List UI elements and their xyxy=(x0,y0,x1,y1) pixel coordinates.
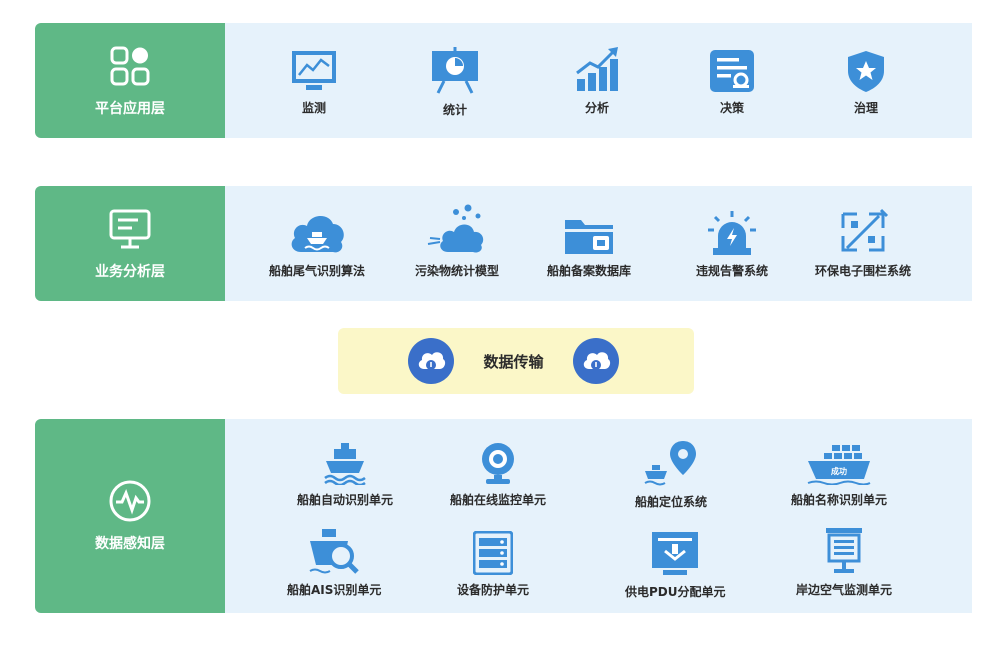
business-layer-title: 业务分析层 xyxy=(95,263,165,280)
cloud-upload-icon-left xyxy=(408,338,454,384)
business-layer-label: 业务分析层 xyxy=(35,186,225,301)
item-ship-name-id: 成功 船舶名称识别单元 xyxy=(791,441,887,508)
decision-card-icon xyxy=(710,50,754,92)
item-exhaust-algorithm: 船舶尾气识别算法 xyxy=(269,208,365,279)
ship-location-icon xyxy=(644,441,696,486)
application-layer-panel: 监测 统计 分析 xyxy=(225,23,972,138)
item-label: 统计 xyxy=(442,103,467,117)
perception-layer: 数据感知层 船舶自动识别单元 船舶在线监控单元 xyxy=(35,419,972,613)
item-ship-auto-id: 船舶自动识别单元 xyxy=(297,441,393,508)
item-label: 违规告警系统 xyxy=(696,264,769,278)
monitor-chart-icon xyxy=(292,51,336,90)
pollution-cloud-icon xyxy=(427,204,484,253)
item-ship-database: 船舶备案数据库 xyxy=(547,214,631,279)
server-cabinet-icon xyxy=(473,531,513,575)
cloud-ship-icon xyxy=(291,215,344,253)
transmission-title: 数据传输 xyxy=(483,352,544,371)
item-electronic-fence: 环保电子围栏系统 xyxy=(815,208,911,279)
business-layer: 业务分析层 船舶尾气识别算法 污染物统计模型 xyxy=(35,186,972,301)
application-layer-title: 平台应用层 xyxy=(95,100,165,117)
item-violation-alarm: 违规告警系统 xyxy=(696,210,768,279)
item-label: 分析 xyxy=(584,101,609,115)
item-shore-air-monitor: 岸边空气监测单元 xyxy=(796,527,892,598)
perception-layer-title: 数据感知层 xyxy=(95,536,165,552)
perception-layer-panel: 船舶自动识别单元 船舶在线监控单元 船舶定位系统 xyxy=(225,419,972,613)
item-ship-positioning: 船舶定位系统 xyxy=(635,439,707,510)
alarm-siren-icon xyxy=(708,211,756,255)
item-label: 船舶定位系统 xyxy=(635,495,708,509)
perception-layer-label: 数据感知层 xyxy=(35,419,225,613)
data-transmission-box: 数据传输 xyxy=(338,328,694,394)
application-layer: 平台应用层 监测 统计 xyxy=(35,23,972,138)
item-governance: 治理 xyxy=(844,49,888,116)
item-label: 治理 xyxy=(853,101,878,115)
cloud-upload-icon xyxy=(583,352,611,370)
item-ship-online-monitor: 船舶在线监控单元 xyxy=(450,441,546,508)
ship-waves-icon xyxy=(324,443,366,485)
business-layer-panel: 船舶尾气识别算法 污染物统计模型 船舶备案数据库 xyxy=(225,186,972,301)
item-pollution-model: 污染物统计模型 xyxy=(415,204,499,279)
item-label: 船舶在线监控单元 xyxy=(450,493,547,507)
item-pdu-distribution: 供电PDU分配单元 xyxy=(625,531,726,600)
pulse-circle-icon xyxy=(109,480,151,522)
item-label: 岸边空气监测单元 xyxy=(796,583,893,597)
item-analysis: 分析 xyxy=(574,45,620,116)
item-label: 监测 xyxy=(301,101,326,115)
webcam-icon xyxy=(482,443,514,484)
item-label: 船舶自动识别单元 xyxy=(297,493,394,507)
item-ship-ais-id: 船舶AIS识别单元 xyxy=(287,527,381,598)
item-label: 污染物统计模型 xyxy=(415,264,500,278)
item-decision: 决策 xyxy=(709,49,755,116)
apps-grid-icon xyxy=(110,46,150,85)
ship-search-icon xyxy=(309,529,359,574)
cloud-upload-icon xyxy=(418,352,446,370)
item-label: 环保电子围栏系统 xyxy=(815,264,912,278)
cargo-ship-badge: 成功 xyxy=(831,466,847,476)
growth-bars-icon xyxy=(576,47,618,91)
item-monitor: 监测 xyxy=(290,49,338,116)
folder-database-icon xyxy=(565,220,613,254)
item-label: 船舶备案数据库 xyxy=(547,264,632,278)
fence-icon xyxy=(841,208,889,252)
air-monitor-icon xyxy=(826,528,862,573)
presentation-board-icon xyxy=(432,47,478,94)
item-label: 决策 xyxy=(719,101,744,115)
item-label: 设备防护单元 xyxy=(457,583,530,597)
application-layer-label: 平台应用层 xyxy=(35,23,225,138)
item-label: 船舶名称识别单元 xyxy=(791,493,888,507)
power-pdu-icon xyxy=(652,532,699,575)
cloud-upload-icon-right xyxy=(572,338,619,384)
item-label: 船舶尾气识别算法 xyxy=(269,264,366,278)
item-equipment-protection: 设备防护单元 xyxy=(457,531,529,598)
desktop-monitor-icon xyxy=(109,209,151,248)
shield-star-icon xyxy=(848,51,884,92)
cargo-ship-icon: 成功 xyxy=(807,445,871,485)
item-statistics: 统计 xyxy=(430,47,480,118)
item-label: 供电PDU分配单元 xyxy=(625,585,726,599)
item-label: 船舶AIS识别单元 xyxy=(287,583,382,597)
